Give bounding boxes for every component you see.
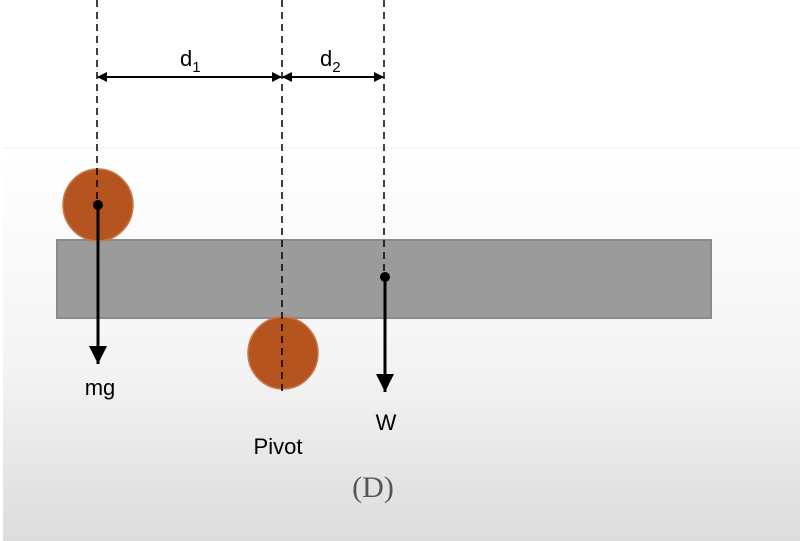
pivot-label: Pivot — [254, 434, 303, 459]
d1-subscript: 1 — [192, 59, 200, 76]
pivot-ball — [247, 316, 319, 390]
mg-label: mg — [85, 375, 116, 400]
background-panel — [3, 148, 800, 541]
figure-label: (D) — [352, 471, 394, 504]
w-label: W — [376, 410, 397, 435]
d2-letter: d — [320, 46, 332, 71]
d1-label: d1 — [180, 46, 201, 76]
d2-label: d2 — [320, 46, 341, 76]
d1-letter: d — [180, 46, 192, 71]
d2-subscript: 2 — [332, 59, 340, 76]
